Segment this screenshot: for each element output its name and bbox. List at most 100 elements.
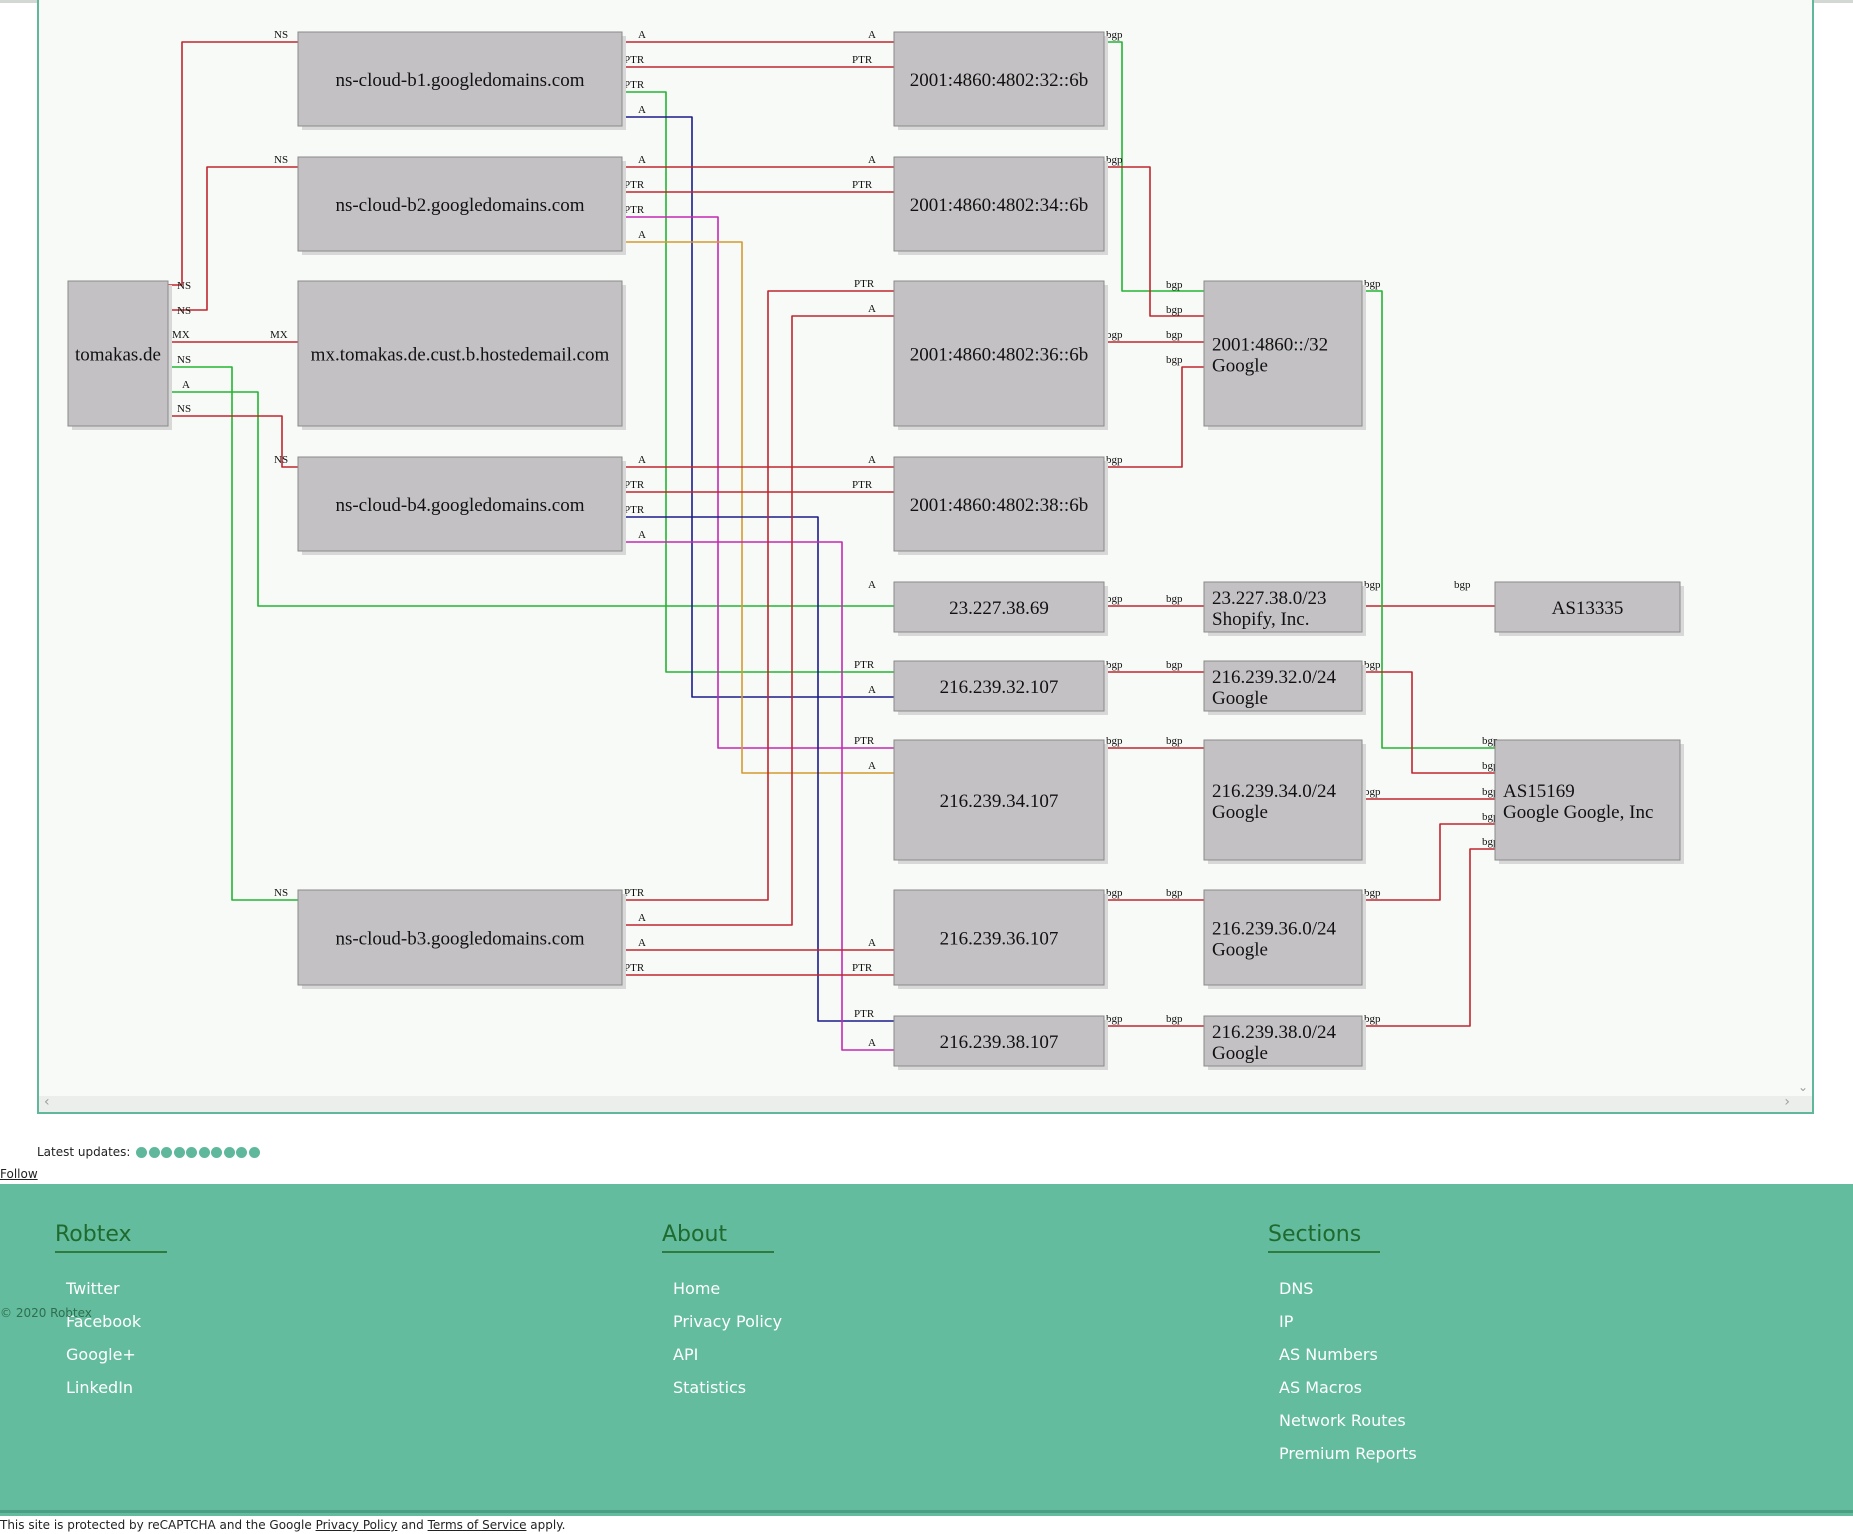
footer-link-ip[interactable]: IP <box>1279 1312 1294 1331</box>
footer-link-privacy-policy[interactable]: Privacy Policy <box>673 1312 783 1331</box>
recaptcha-and: and <box>397 1518 428 1532</box>
update-dot[interactable] <box>136 1146 148 1158</box>
node-label: 216.239.32.107 <box>940 677 1059 698</box>
footer: Robtex Twitter Facebook Google+ LinkedIn… <box>0 1184 1853 1516</box>
node-label: 216.239.34.107 <box>940 791 1059 812</box>
recaptcha-terms-link[interactable]: Terms of Service <box>427 1518 527 1532</box>
footer-link-linkedin[interactable]: LinkedIn <box>66 1378 134 1397</box>
footer-link-network-routes[interactable]: Network Routes <box>1279 1411 1406 1430</box>
node-label: 216.239.36.107 <box>940 929 1059 950</box>
node-box-ns2 <box>297 156 623 252</box>
edge-line <box>1362 290 1495 749</box>
node-box-pfx3 <box>1203 739 1363 861</box>
edge-label: bgp <box>1106 593 1123 605</box>
edge-label: bgp <box>1364 1013 1381 1025</box>
footer-link-dns[interactable]: DNS <box>1279 1279 1314 1298</box>
footer-link-googleplus[interactable]: Google+ <box>66 1345 136 1364</box>
node-sublabel: Google <box>1212 802 1268 823</box>
update-dot[interactable] <box>223 1146 235 1158</box>
edge-label: A <box>638 104 646 116</box>
node-label: ns-cloud-b4.googledomains.com <box>335 495 584 516</box>
footer-link-twitter[interactable]: Twitter <box>66 1279 120 1298</box>
update-dot[interactable] <box>161 1146 173 1158</box>
update-dot[interactable] <box>198 1146 210 1158</box>
edge-label: bgp <box>1454 579 1471 591</box>
edge-label: PTR <box>624 479 645 491</box>
node-label: ns-cloud-b3.googledomains.com <box>335 929 584 950</box>
footer-link-as-macros[interactable]: AS Macros <box>1279 1378 1362 1397</box>
edge-label: bgp <box>1166 304 1183 316</box>
footer-link-home[interactable]: Home <box>673 1279 721 1298</box>
node-box-ip3 <box>893 739 1105 861</box>
footer-column-title: About <box>662 1222 774 1253</box>
edge-label: NS <box>274 29 288 41</box>
footer-link-api[interactable]: API <box>673 1345 699 1364</box>
edge-label: NS <box>177 305 191 317</box>
recaptcha-notice: This site is protected by reCAPTCHA and … <box>0 1518 565 1532</box>
node-label: 2001:4860:4802:34::6b <box>910 195 1088 216</box>
edge-label: NS <box>274 454 288 466</box>
edge-line <box>1362 671 1495 774</box>
scroll-right-arrow-icon[interactable]: › <box>1784 1094 1790 1110</box>
latest-updates: Latest updates: <box>37 1145 261 1159</box>
footer-link-as-numbers[interactable]: AS Numbers <box>1279 1345 1378 1364</box>
footer-link-facebook[interactable]: Facebook <box>66 1312 142 1331</box>
edge-line <box>622 91 894 673</box>
edge-label: A <box>638 29 646 41</box>
node-box-mx <box>297 280 623 427</box>
edge-label: NS <box>274 154 288 166</box>
edge-label: A <box>868 684 876 696</box>
edge-label: A <box>868 760 876 772</box>
node-label: 216.239.34.0/24 <box>1212 781 1337 802</box>
edge-label: bgp <box>1166 659 1183 671</box>
update-dot[interactable] <box>148 1146 160 1158</box>
update-dot[interactable] <box>173 1146 185 1158</box>
edge-label: PTR <box>854 659 875 671</box>
footer-column-sections: Sections DNS IP AS Numbers AS Macros Net… <box>1268 1222 1417 1477</box>
scroll-left-arrow-icon[interactable]: ‹ <box>44 1094 50 1110</box>
node-label: mx.tomakas.de.cust.b.hostedemail.com <box>311 345 610 366</box>
scroll-down-arrow-icon[interactable]: ⌄ <box>1797 1080 1808 1094</box>
edge-label: A <box>638 937 646 949</box>
node-label: 2001:4860:4802:32::6b <box>910 70 1088 91</box>
footer-column-robtex: Robtex Twitter Facebook Google+ LinkedIn <box>55 1222 167 1411</box>
footer-link-premium-reports[interactable]: Premium Reports <box>1279 1444 1417 1463</box>
edge-label: bgp <box>1106 154 1123 166</box>
edge-label: PTR <box>854 1008 875 1020</box>
update-dot[interactable] <box>248 1146 260 1158</box>
node-box-v638 <box>893 456 1105 552</box>
edge-label: PTR <box>624 962 645 974</box>
edge-label: MX <box>270 329 288 341</box>
edge-label: A <box>638 229 646 241</box>
node-sublabel: Google Google, Inc <box>1503 802 1653 823</box>
horizontal-scrollbar[interactable]: ‹ › <box>39 1094 1812 1112</box>
node-sublabel: Google <box>1212 940 1268 961</box>
edge-label: bgp <box>1106 329 1123 341</box>
node-label: 2001:4860:4802:36::6b <box>910 345 1088 366</box>
edge-label: A <box>868 1037 876 1049</box>
node-label: 216.239.38.107 <box>940 1032 1059 1053</box>
edge-label: A <box>868 579 876 591</box>
edge-label: bgp <box>1166 329 1183 341</box>
update-dot[interactable] <box>211 1146 223 1158</box>
node-box-ip5 <box>893 1015 1105 1067</box>
edge-line <box>168 41 298 286</box>
recaptcha-privacy-link[interactable]: Privacy Policy <box>315 1518 398 1532</box>
edge-label: bgp <box>1106 29 1123 41</box>
edge-label: bgp <box>1364 579 1381 591</box>
edge-label: bgp <box>1364 278 1381 290</box>
node-label: 216.239.36.0/24 <box>1212 919 1337 940</box>
footer-link-statistics[interactable]: Statistics <box>673 1378 747 1397</box>
edge-line <box>622 541 894 1051</box>
edge-label: NS <box>177 280 191 292</box>
edge-line <box>1362 848 1495 1027</box>
update-dot[interactable] <box>236 1146 248 1158</box>
follow-link[interactable]: Follow <box>0 1167 38 1181</box>
node-sublabel: Google <box>1212 688 1268 709</box>
edge-label: A <box>868 454 876 466</box>
update-dot[interactable] <box>186 1146 198 1158</box>
edge-label: A <box>638 529 646 541</box>
edge-line <box>168 366 298 901</box>
